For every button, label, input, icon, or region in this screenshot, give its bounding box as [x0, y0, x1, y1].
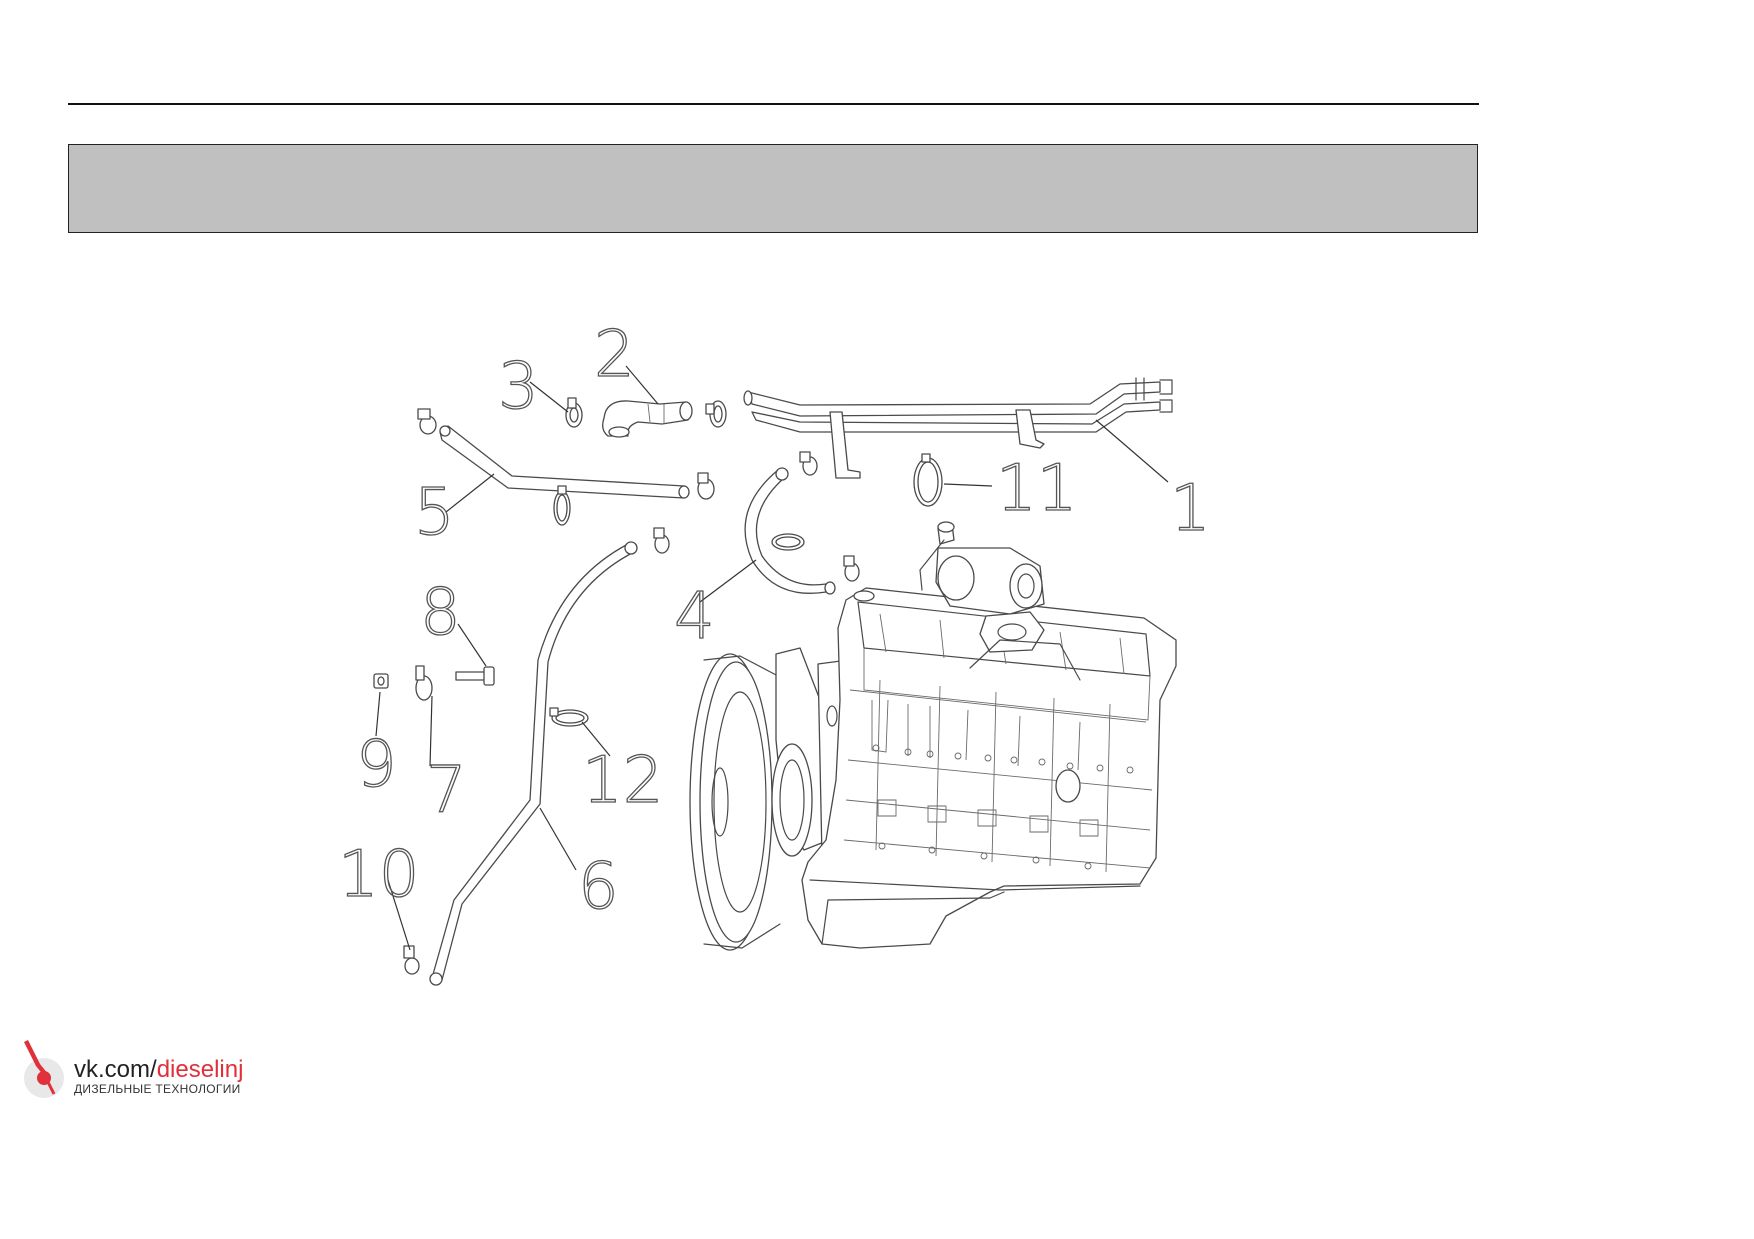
part-10-clip	[403, 945, 420, 975]
part-6-long-pipe	[429, 541, 638, 986]
part-9-nut	[373, 673, 389, 689]
title-band	[68, 144, 1478, 233]
part-12-hose-clamp	[549, 707, 589, 727]
brand-url[interactable]: vk.com/dieselinj	[74, 1056, 243, 1084]
callout-3: 3	[498, 350, 539, 424]
brand-url-prefix: vk.com/	[74, 1056, 157, 1083]
header-rule	[68, 103, 1479, 105]
clamp-near-part-2	[705, 400, 727, 428]
callout-11: 11	[996, 452, 1077, 526]
callout-6: 6	[578, 850, 619, 924]
callout-2: 2	[594, 318, 635, 392]
brand-subtitle: ДИЗЕЛЬНЫЕ ТЕХНОЛОГИИ	[74, 1082, 241, 1096]
clamp-near-part-4-bottom	[843, 555, 860, 582]
clamp-near-part-4-top	[799, 451, 818, 476]
part-8-bolt	[455, 666, 495, 686]
callout-labels: 1 2 3 4 5 6 7 8 9 10 11 12	[337, 317, 1211, 924]
part-4-curved-hose	[744, 467, 836, 595]
clamp-3	[565, 397, 583, 428]
callout-10: 10	[338, 838, 419, 912]
part-1-coolant-pipe	[743, 377, 1173, 479]
callout-12: 12	[582, 744, 663, 818]
callout-8: 8	[420, 576, 461, 650]
callout-4: 4	[674, 580, 715, 654]
part-7-clip	[415, 665, 433, 701]
leader-lines	[375, 365, 1169, 951]
clamp-near-part-5-left	[417, 408, 437, 435]
engine-assembly	[689, 521, 1177, 951]
clamp-near-part-5-right	[697, 472, 715, 500]
callout-9: 9	[356, 728, 397, 802]
brand-url-name: dieselinj	[156, 1056, 244, 1083]
fuel-injector-logo-icon	[24, 1040, 64, 1098]
clamp-near-part-6	[653, 527, 670, 554]
part-11-hose-clamp	[913, 453, 943, 507]
part-5-pipe	[439, 425, 690, 526]
callout-5: 5	[414, 476, 455, 550]
callout-1: 1	[1170, 472, 1211, 546]
callout-7: 7	[426, 754, 467, 828]
part-2-hose-elbow	[602, 400, 693, 438]
exploded-parts-diagram: 1 2 3 4 5 6 7 8 9 10 11 12	[337, 317, 1211, 986]
